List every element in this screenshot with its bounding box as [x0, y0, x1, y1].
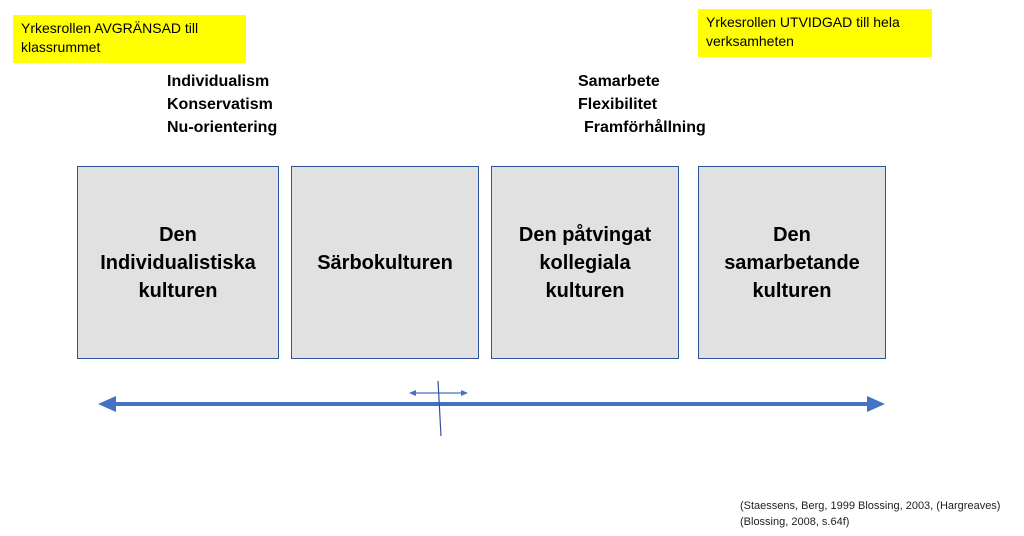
note-expanded-role: Yrkesrollen UTVIDGAD till hela verksamhe…: [698, 9, 932, 57]
culture-box-collaborative: Den samarbetande kulturen: [698, 166, 886, 359]
culture-label: Den påtvingat kollegiala kulturen: [518, 223, 652, 302]
trait-item: Framförhållning: [584, 119, 706, 136]
trait-item: Konservatism: [167, 96, 273, 113]
culture-box-contrived-collegial: Den påtvingat kollegiala kulturen: [491, 166, 679, 359]
citation: (Staessens, Berg, 1999 Blossing, 2003, (…: [740, 498, 1000, 530]
trait-item: Nu-orientering: [167, 119, 278, 136]
marker-head-right-icon: [461, 390, 468, 396]
trait-item: Individualism: [167, 73, 270, 90]
arrow-head-right-icon: [867, 396, 885, 412]
culture-label: Den Individualistiska kulturen: [100, 223, 256, 302]
citation-line: (Blossing, 2008, s.64f): [740, 516, 850, 528]
arrow-head-left-icon: [98, 396, 116, 412]
marker-head-left-icon: [409, 390, 416, 396]
note-restricted-role: Yrkesrollen AVGRÄNSAD till klassrummet: [13, 15, 246, 63]
divider-tick: [437, 380, 442, 437]
culture-box-balkanized: Särbokulturen: [291, 166, 479, 359]
trait-item: Samarbete: [578, 73, 660, 90]
culture-label: Särbokulturen: [317, 251, 453, 274]
trait-item: Flexibilitet: [578, 96, 658, 113]
trait-list-left: Individualism Konservatism Nu-orienterin…: [167, 70, 277, 139]
trait-list-right: Samarbete Flexibilitet Framförhållning: [578, 70, 706, 139]
culture-label: Den samarbetande kulturen: [724, 223, 860, 302]
citation-line: (Staessens, Berg, 1999 Blossing, 2003, (…: [740, 500, 1001, 512]
culture-box-individualistic: Den Individualistiska kulturen: [77, 166, 279, 359]
